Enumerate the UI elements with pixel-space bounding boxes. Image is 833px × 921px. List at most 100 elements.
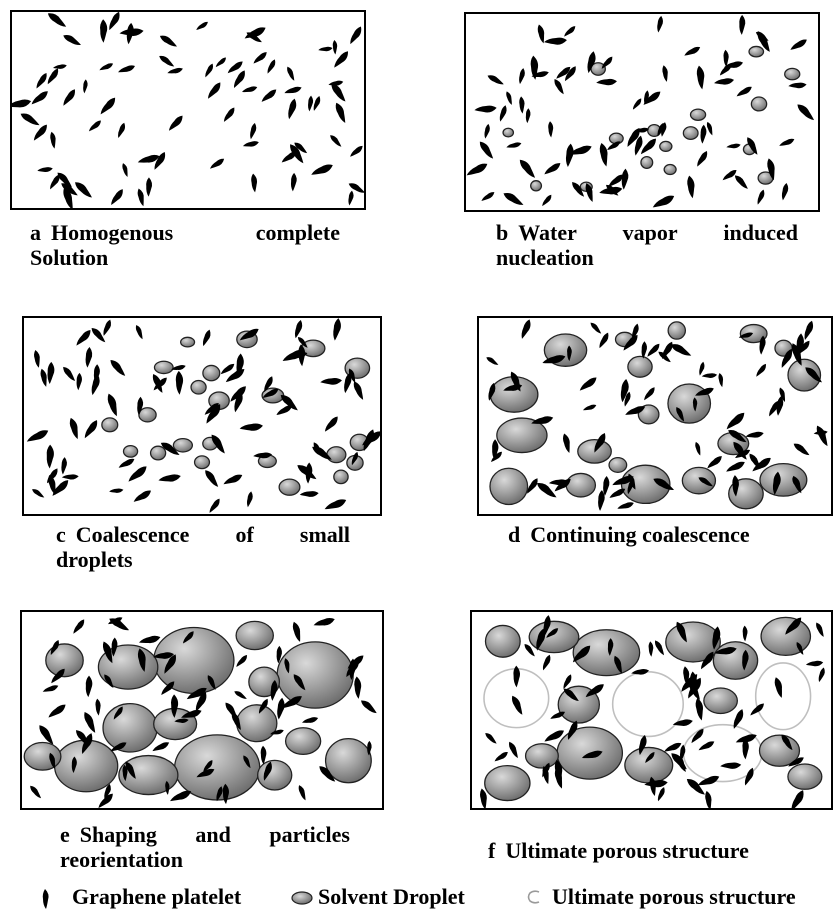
graphene-platelet: [617, 501, 635, 511]
solvent-droplet: [531, 181, 542, 191]
graphene-platelet: [331, 318, 343, 341]
graphene-platelet: [34, 72, 49, 90]
graphene-platelet: [239, 423, 263, 432]
graphene-platelet: [597, 332, 611, 350]
solvent-droplet: [683, 127, 698, 140]
panel-e-caption: eShaping and particles reorientation: [60, 822, 350, 872]
graphene-platelet: [169, 789, 193, 804]
graphene-platelet: [755, 189, 766, 206]
graphene-platelet: [724, 411, 747, 432]
graphene-platelet: [702, 373, 718, 379]
graphene-platelet: [683, 45, 702, 58]
graphene-platelet: [137, 188, 146, 207]
panel-b-caption: bWater vapor induced nucleation: [496, 220, 798, 270]
solvent-droplet: [203, 365, 220, 380]
graphene-platelet: [45, 67, 61, 86]
graphene-platelet: [578, 375, 599, 393]
graphene-platelet: [815, 424, 831, 448]
graphene-platelet: [651, 193, 676, 210]
graphene-platelet: [642, 386, 657, 402]
graphene-platelet: [311, 95, 322, 111]
panel-c-letter: c: [56, 522, 66, 547]
solvent-droplet: [660, 141, 672, 151]
panel-d-text: Continuing coalescence: [530, 522, 749, 547]
graphene-platelet: [106, 392, 120, 417]
panel-a-text: Homogenous complete Solution: [30, 220, 340, 270]
graphene-platelet: [222, 473, 244, 487]
solvent-droplet: [691, 109, 706, 120]
panel-d-letter: d: [508, 522, 520, 547]
graphene-platelet: [82, 710, 98, 734]
graphene-platelet: [126, 464, 149, 484]
solvent-droplet: [664, 165, 676, 175]
graphene-platelet: [310, 162, 335, 177]
graphene-platelet: [653, 639, 666, 657]
graphene-platelet: [802, 320, 816, 341]
graphene-platelet: [265, 58, 277, 74]
solvent-droplet: [195, 456, 210, 469]
graphene-platelet: [98, 96, 118, 117]
solvent-droplet: [236, 621, 273, 649]
graphene-platelet: [484, 731, 498, 745]
panel-c-text: Coalescence of small droplets: [56, 522, 350, 572]
graphene-platelet: [252, 50, 269, 65]
graphene-platelet: [726, 143, 741, 149]
graphene-platelet: [518, 157, 538, 180]
graphene-platelet: [61, 365, 77, 383]
graphene-platelet: [754, 363, 768, 378]
graphene-platelet: [167, 67, 184, 75]
graphene-platelet: [50, 131, 57, 149]
graphene-platelet: [686, 175, 695, 198]
graphene-platelet: [39, 368, 48, 387]
graphene-platelet: [234, 654, 249, 669]
panel-e-text: Shaping and particles reorientation: [60, 822, 350, 872]
graphene-platelet-icon: [40, 888, 52, 910]
graphene-platelet: [121, 162, 129, 177]
graphene-platelet: [109, 188, 126, 207]
solvent-droplet: [625, 747, 673, 782]
graphene-platelet: [480, 191, 496, 203]
solvent-droplet: [46, 644, 83, 677]
graphene-platelet: [596, 79, 617, 86]
legend-droplet-label: Solvent Droplet: [318, 884, 465, 910]
graphene-platelet: [725, 460, 747, 474]
graphene-platelet: [300, 491, 319, 497]
solvent-droplet: [102, 418, 118, 432]
graphene-platelet: [562, 433, 572, 454]
graphene-platelet: [648, 641, 653, 656]
graphene-platelet: [46, 362, 55, 385]
graphene-platelet: [540, 194, 553, 208]
graphene-platelet: [82, 419, 100, 440]
graphene-platelet: [806, 660, 824, 667]
solvent-droplet: [237, 705, 277, 742]
graphene-platelet: [245, 491, 254, 508]
graphene-platelet: [85, 675, 93, 697]
solvent-droplet: [173, 439, 192, 452]
graphene-platelet: [817, 667, 827, 683]
panel-b-box: [464, 12, 820, 212]
graphene-platelet: [61, 88, 78, 108]
solvent-droplet: [713, 642, 757, 679]
legend-pore-label: Ultimate porous structure: [552, 884, 796, 910]
graphene-platelet: [599, 142, 610, 167]
solvent-droplet: [749, 46, 764, 56]
solvent-droplet: [751, 97, 766, 111]
graphene-platelet: [29, 784, 43, 800]
graphene-platelet: [506, 142, 522, 150]
graphene-platelet: [359, 698, 378, 716]
panel-b-text: Water vapor induced nucleation: [496, 220, 798, 270]
graphene-platelet: [483, 123, 491, 139]
graphene-platelet: [42, 684, 59, 694]
graphene-platelet: [347, 190, 355, 206]
graphene-platelet: [31, 123, 49, 143]
solvent-droplet: [151, 446, 166, 460]
panel-f-text: Ultimate porous structure: [505, 838, 749, 863]
graphene-platelet: [46, 12, 68, 30]
solvent-droplet: [785, 68, 800, 79]
graphene-platelet: [109, 357, 128, 378]
graphene-platelet: [214, 56, 227, 68]
graphene-platelet: [33, 350, 41, 369]
graphene-platelet: [159, 33, 179, 50]
graphene-platelet: [347, 25, 364, 46]
graphene-platelet: [548, 121, 553, 137]
